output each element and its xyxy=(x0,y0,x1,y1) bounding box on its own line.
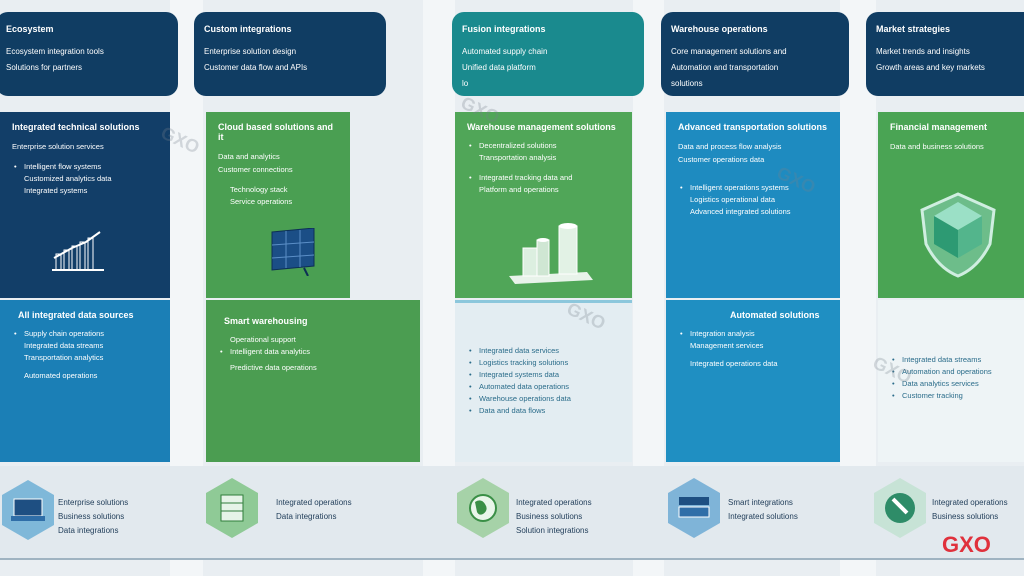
panel-bullet: •Integrated data services xyxy=(469,346,560,355)
top-card-line: Customer data flow and APIs xyxy=(204,63,308,72)
upper-panel-5: Financial management Data and business s… xyxy=(878,112,1024,298)
panel-bullet: •Data analytics services xyxy=(892,379,979,388)
footer-bar xyxy=(0,466,1024,560)
footer-text-2: Integrated operations Data integrations xyxy=(276,498,352,521)
top-card-line: Automation and transportation xyxy=(671,63,779,72)
top-card-line: Automated supply chain xyxy=(462,47,548,56)
laptop-icon xyxy=(11,498,45,521)
panel-bullet: •Automation and operations xyxy=(892,367,992,376)
panel-bullet: •Logistics tracking solutions xyxy=(469,358,569,367)
truck-hex-icon xyxy=(668,478,720,538)
panel-title: All integrated data sources xyxy=(18,310,134,320)
panel-bullet: •Integrated systems data xyxy=(469,370,560,379)
panel-bullet: •Customer tracking xyxy=(892,391,963,400)
top-card-title: Ecosystem xyxy=(6,24,54,34)
panel-subtitle: Customer connections xyxy=(218,165,293,174)
panel-bullet: Advanced integrated solutions xyxy=(690,207,791,216)
top-card-line: Growth areas and key markets xyxy=(876,63,985,72)
truck-icon xyxy=(678,497,710,518)
panel-bullet: Operational support xyxy=(230,335,296,344)
leaf-icon xyxy=(885,493,915,523)
laptop-hex-icon xyxy=(2,480,54,540)
panel-bullet: •Supply chain operations xyxy=(14,329,105,338)
panel-bullet: Integrated operations data xyxy=(690,359,778,368)
panel-bullet: Automated operations xyxy=(24,371,98,380)
panel-bullet: •Data and data flows xyxy=(469,406,546,415)
panel-bullet: •Intelligent operations systems xyxy=(680,183,789,192)
server-icon xyxy=(220,494,244,522)
panel-title: Smart warehousing xyxy=(224,316,308,326)
top-card-5[interactable]: Market strategies Market trends and insi… xyxy=(866,12,1024,96)
panel-title: Automated solutions xyxy=(730,310,820,320)
top-card-line: Unified data platform xyxy=(462,63,536,72)
panel-bullet: Platform and operations xyxy=(479,185,559,194)
top-card-line: Market trends and insights xyxy=(876,47,970,56)
footer-text-3: Integrated operations Business solutions… xyxy=(516,498,592,535)
leaf-hex-icon xyxy=(874,478,926,538)
panel-subtitle: Data and business solutions xyxy=(890,142,984,151)
server-hex-icon xyxy=(206,478,258,538)
panel-subtitle: Data and process flow analysis xyxy=(678,142,782,151)
top-card-title: Custom integrations xyxy=(204,24,292,34)
top-card-title: Market strategies xyxy=(876,24,951,34)
top-card-line: Solutions for partners xyxy=(6,63,83,72)
top-card-4[interactable]: Warehouse operations Core management sol… xyxy=(661,12,849,96)
panel-bullet: •Integration analysis xyxy=(680,329,755,338)
panel-bullet: •Intelligent flow systems xyxy=(14,162,102,171)
lower-panel-2: Smart warehousing Operational support •I… xyxy=(206,300,420,462)
panel-bullet: Technology stack xyxy=(230,185,288,194)
panel-bullet: Transportation analysis xyxy=(479,153,557,162)
panel-title: Cloud based solutions and it xyxy=(218,122,334,142)
lower-panel-4: Automated solutions •Integration analysi… xyxy=(666,300,840,462)
bar-chart-icon xyxy=(52,231,104,271)
upper-panel-1: Integrated technical solutions Enterpris… xyxy=(0,112,170,298)
top-card-line: Core management solutions and xyxy=(671,47,787,56)
footer-line xyxy=(0,558,1024,560)
panel-title: Integrated technical solutions xyxy=(12,122,140,132)
top-card-3[interactable]: Fusion integrations Automated supply cha… xyxy=(452,12,644,96)
panel-subtitle: Customer operations data xyxy=(678,155,765,164)
top-card-title: Fusion integrations xyxy=(462,24,546,34)
panel-bullet: Integrated systems xyxy=(24,186,88,195)
panel-bullet: Customized analytics data xyxy=(24,174,112,183)
panel-subtitle: Data and analytics xyxy=(218,152,280,161)
upper-panel-2: Cloud based solutions and it Data and an… xyxy=(206,112,350,298)
footer-text-1: Enterprise solutions Business solutions … xyxy=(58,498,129,535)
panel-title: Warehouse management solutions xyxy=(467,122,616,132)
building-icon xyxy=(509,223,593,284)
footer-text-4: Smart integrations Integrated solutions xyxy=(728,498,798,521)
panel-bullet: Predictive data operations xyxy=(230,363,317,372)
top-card-2[interactable]: Custom integrations Enterprise solution … xyxy=(194,12,386,96)
top-card-title: Warehouse operations xyxy=(671,24,768,34)
shield-icon xyxy=(920,192,996,278)
brand-logo: GXO xyxy=(942,532,991,557)
upper-panel-3: Warehouse management solutions •Decentra… xyxy=(455,112,632,298)
panel-bullet: Transportation analytics xyxy=(24,353,104,362)
panel-title: Financial management xyxy=(890,122,988,132)
panel-bullet: •Integrated data streams xyxy=(892,355,982,364)
top-card-1[interactable]: Ecosystem Ecosystem integration tools So… xyxy=(0,12,178,96)
panel-bullet: Service operations xyxy=(230,197,293,206)
footer-text-5: Integrated operations Business solutions xyxy=(932,498,1008,521)
top-card-line: lo xyxy=(462,79,469,88)
panel-bullet: Management services xyxy=(690,341,764,350)
panel-bullet: •Integrated tracking data and xyxy=(469,173,573,182)
panel-bullet: Logistics operational data xyxy=(690,195,776,204)
lower-panel-1: All integrated data sources •Supply chai… xyxy=(0,300,170,462)
panel-bullet: •Intelligent data analytics xyxy=(220,347,311,356)
globe-icon xyxy=(469,494,497,522)
lower-panel-5: •Integrated data streams •Automation and… xyxy=(878,300,1024,462)
panel-subtitle: Enterprise solution services xyxy=(12,142,104,151)
solar-panel-icon xyxy=(271,228,315,276)
panel-title: Advanced transportation solutions xyxy=(678,122,828,132)
panel-bullet: •Decentralized solutions xyxy=(469,141,557,150)
top-card-line: Enterprise solution design xyxy=(204,47,297,56)
panel-bullet: •Warehouse operations data xyxy=(469,394,571,403)
top-card-line: solutions xyxy=(671,79,703,88)
top-card-line: Ecosystem integration tools xyxy=(6,47,104,56)
panel-bullet: •Automated data operations xyxy=(469,382,570,391)
panel-bullet: Integrated data streams xyxy=(24,341,104,350)
lower-panel-3: •Integrated data services •Logistics tra… xyxy=(455,300,632,462)
upper-panel-4: Advanced transportation solutions Data a… xyxy=(666,112,840,298)
